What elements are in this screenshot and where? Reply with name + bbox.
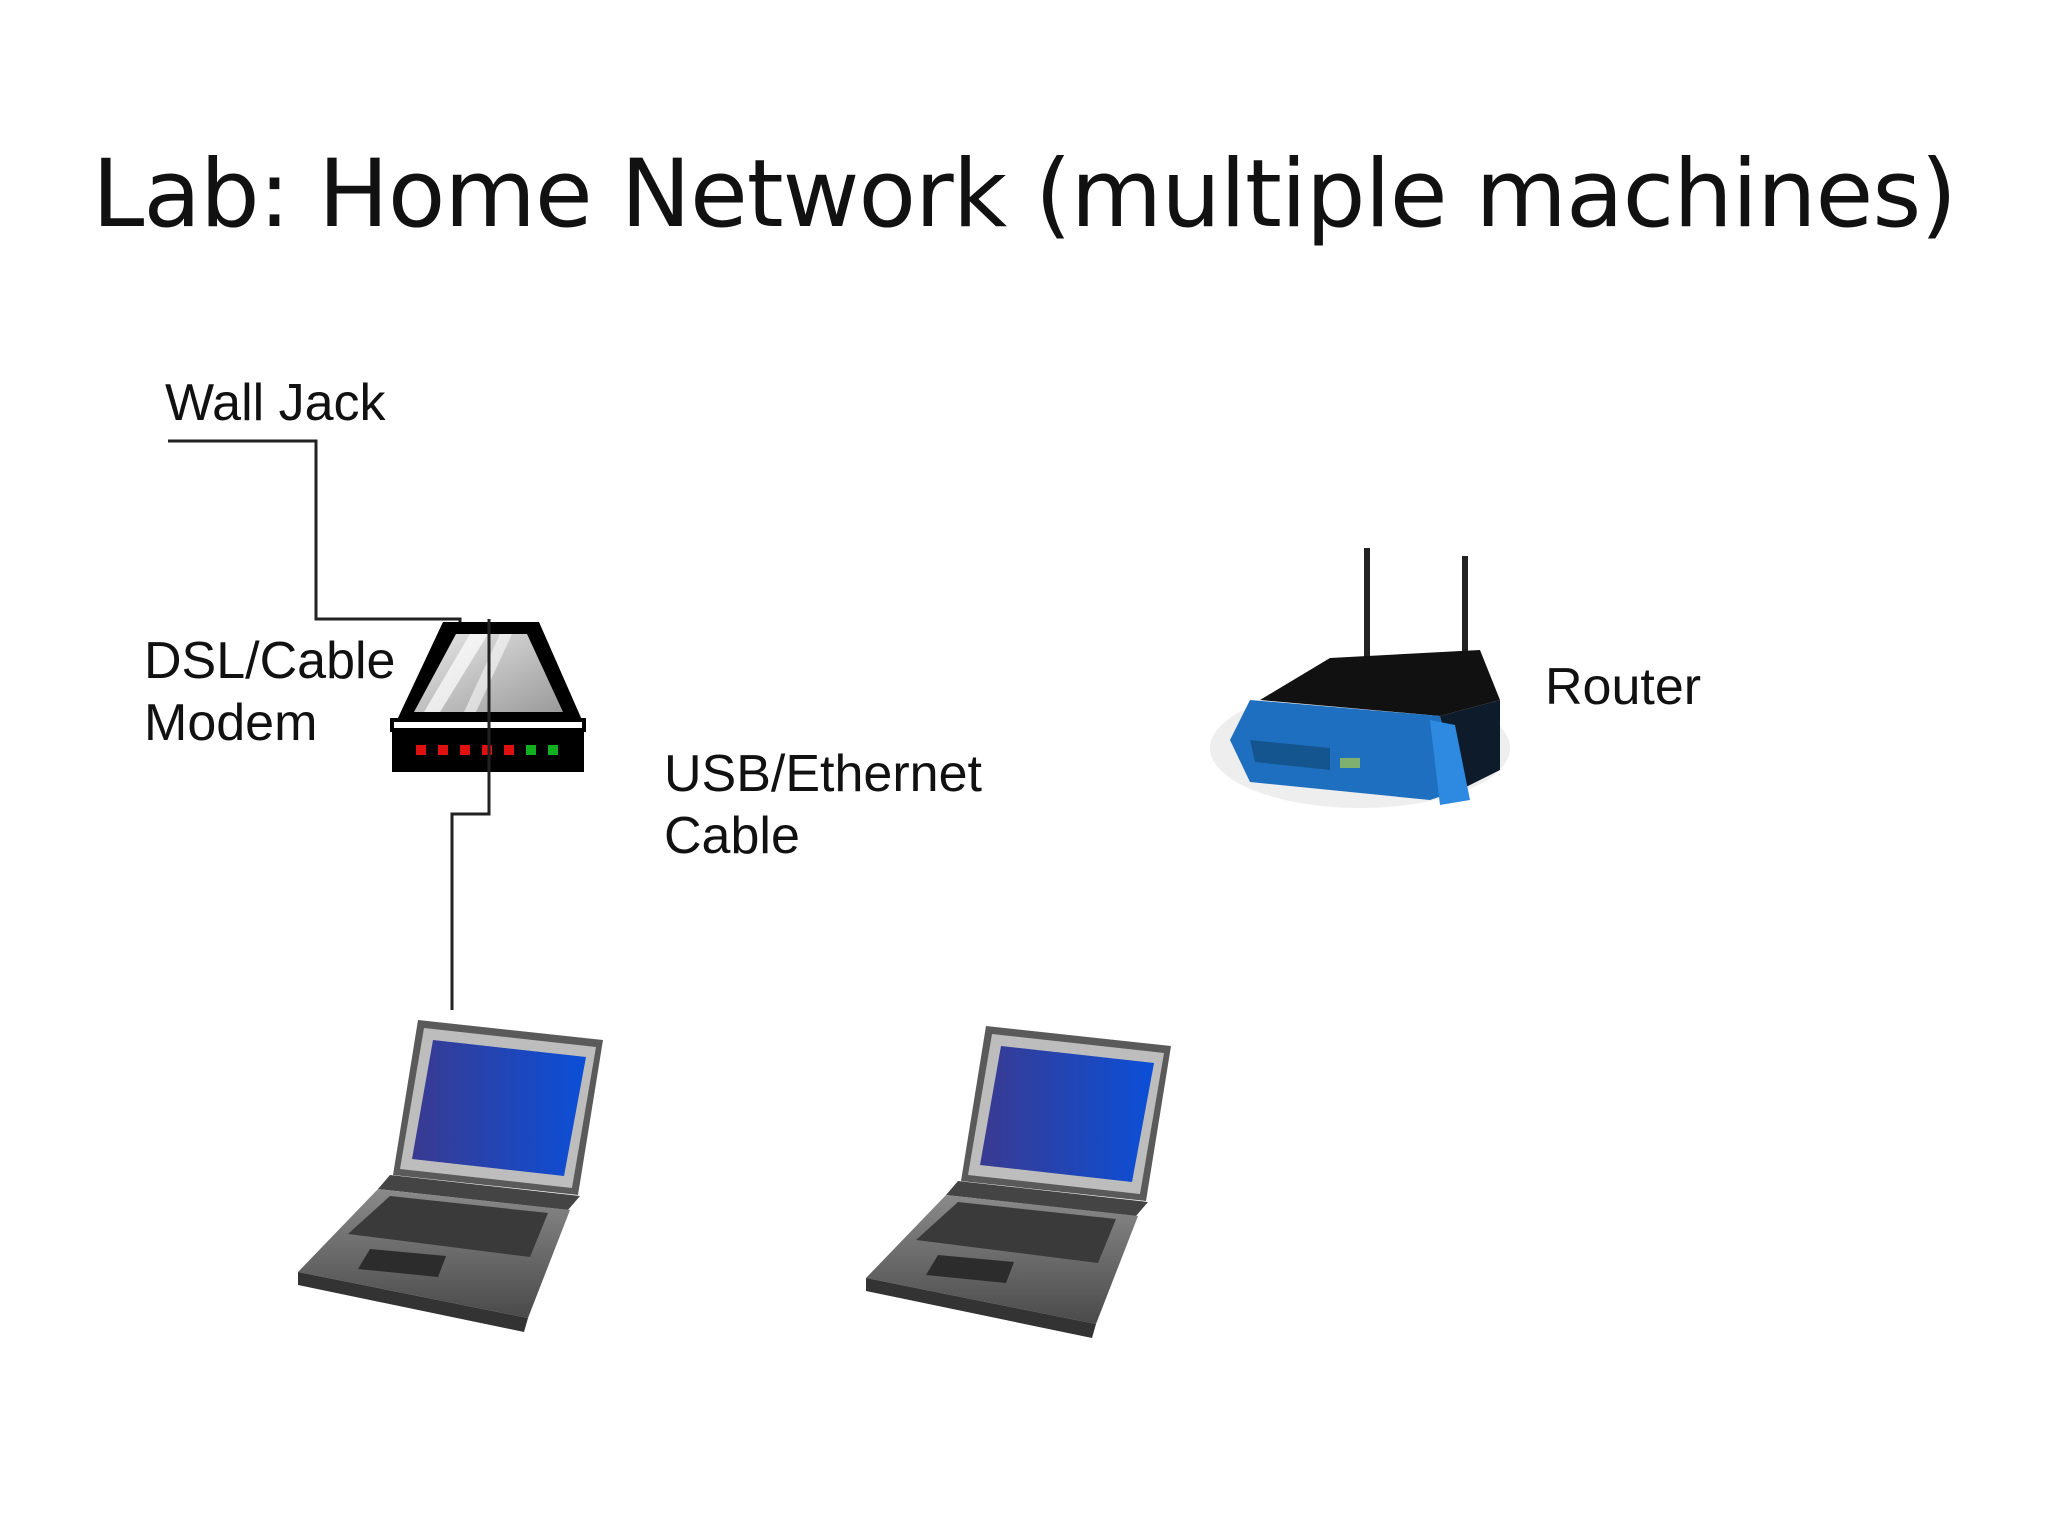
usb-ethernet-cable [450, 619, 491, 1010]
modem-label-line2: Modem [144, 694, 318, 752]
router-icon [1210, 548, 1510, 808]
cable-label-line2: Cable [664, 807, 800, 865]
laptop-icon [298, 1020, 603, 1332]
wall-jack-cable [168, 439, 462, 626]
router-label: Router [1545, 658, 1702, 716]
laptop-icon [866, 1026, 1171, 1338]
modem-label-line1: DSL/Cable [144, 632, 396, 690]
slide-title: Lab: Home Network (multiple machines) [91, 140, 1957, 249]
cable-label-line1: USB/Ethernet [664, 745, 982, 803]
wall-jack-label: Wall Jack [165, 374, 386, 432]
